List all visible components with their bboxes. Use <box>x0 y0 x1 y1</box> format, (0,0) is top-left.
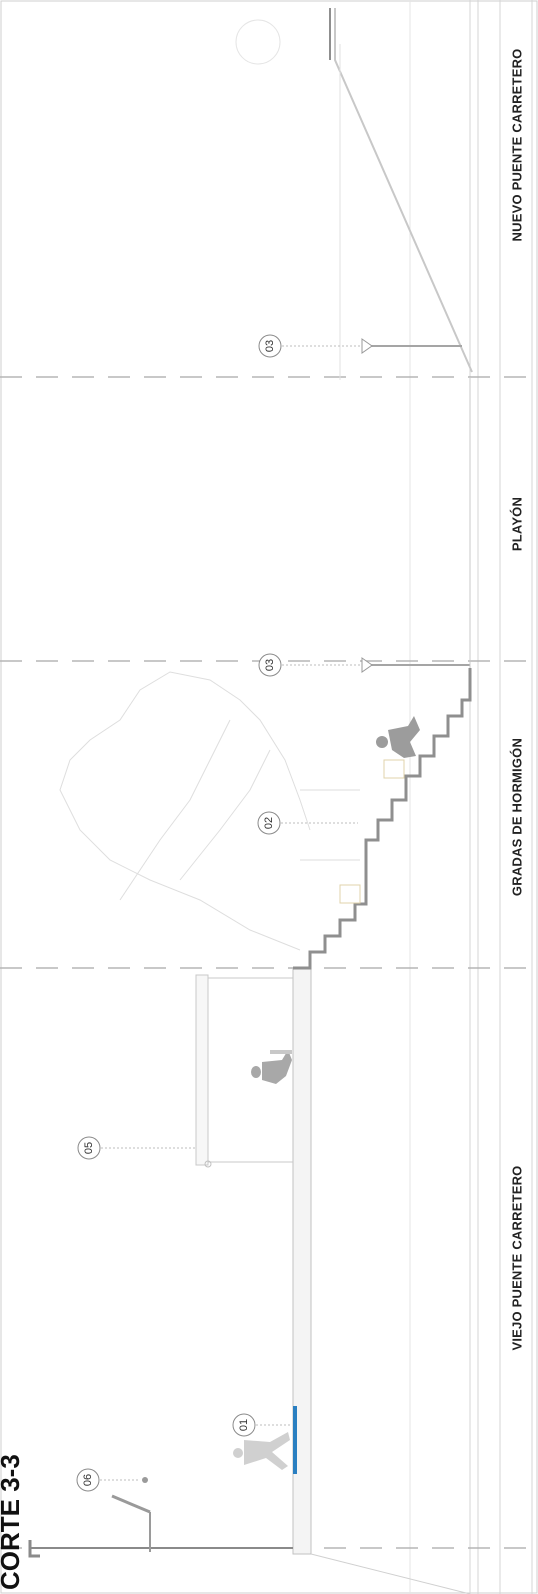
callout-06 <box>76 1468 100 1492</box>
person-walking <box>233 1432 290 1470</box>
lamp-b-head <box>361 338 373 354</box>
callout-06-text: 06 <box>82 1474 94 1486</box>
pergola-roof <box>195 974 209 1166</box>
steps-profile <box>293 668 472 970</box>
bench-2 <box>383 759 405 779</box>
concrete-steps <box>59 657 472 970</box>
lamp-a-head <box>361 657 373 673</box>
callouts: 06 01 05 02 03 03 <box>76 334 360 1492</box>
callout-01-text: 01 <box>238 1419 250 1431</box>
zone-dividers <box>0 376 538 1549</box>
zone-labels: VIEJO PUENTE CARRETERO GRADAS DE HORMIGÓ… <box>510 49 525 1351</box>
abutment-edge <box>310 1553 471 1594</box>
bench-1 <box>339 884 361 904</box>
callout-03b-text: 03 <box>264 340 276 352</box>
pergola-joint <box>204 1160 212 1168</box>
new-bridge-ramp <box>334 8 473 373</box>
callout-03b <box>258 334 282 358</box>
new-bridge <box>235 8 473 380</box>
callout-03a-text: 03 <box>264 659 276 671</box>
label-playon: PLAYÓN <box>510 497 525 551</box>
blue-barrier <box>293 1406 297 1474</box>
tree-silhouette <box>59 671 360 951</box>
person-steps <box>376 716 420 758</box>
callout-03a <box>258 653 282 677</box>
callout-05 <box>77 1136 101 1160</box>
callout-01 <box>232 1413 256 1437</box>
person-seated <box>251 1050 292 1084</box>
label-gradas: GRADAS DE HORMIGÓN <box>510 738 525 896</box>
label-nuevo-puente: NUEVO PUENTE CARRETERO <box>510 49 525 242</box>
old-bridge <box>28 967 471 1594</box>
lamp-head <box>142 1477 148 1483</box>
railing-top <box>28 1540 40 1558</box>
label-viejo-puente: VIEJO PUENTE CARRETERO <box>510 1166 525 1351</box>
drawing-title: CORTE 3-3 <box>0 1454 25 1590</box>
shrub <box>235 19 281 65</box>
callout-05-text: 05 <box>83 1142 95 1154</box>
callout-02-text: 02 <box>263 817 275 829</box>
lamp-arm <box>111 1494 151 1514</box>
bench <box>270 1050 292 1054</box>
callout-02 <box>257 811 281 835</box>
